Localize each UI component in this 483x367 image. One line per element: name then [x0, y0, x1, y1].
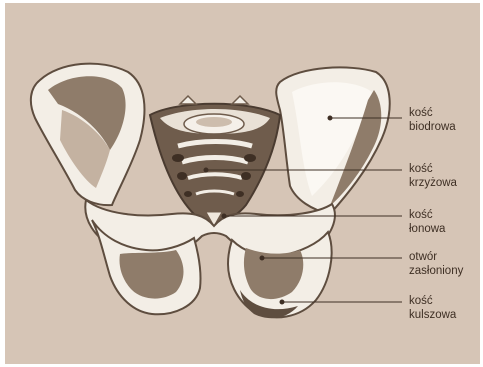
label-hip-bone-line1: kość [409, 106, 456, 120]
label-sacrum-line2: krzyżowa [409, 176, 457, 190]
label-pubic-bone: kość łonowa [409, 208, 445, 236]
label-obturator-line2: zasłoniony [409, 264, 463, 278]
left-ilium [31, 64, 145, 206]
label-ischium: kość kulszowa [409, 294, 456, 322]
leader-dot-hip [328, 116, 332, 120]
leader-dot-sacrum [204, 168, 208, 172]
label-obturator-line1: otwór [409, 250, 463, 264]
label-sacrum-line1: kość [409, 162, 457, 176]
label-hip-bone: kość biodrowa [409, 106, 456, 134]
label-pubic-bone-line2: łonowa [409, 222, 445, 236]
leader-dot-obturator [260, 256, 264, 260]
label-ischium-line2: kulszowa [409, 308, 456, 322]
label-sacrum: kość krzyżowa [409, 162, 457, 190]
leader-dot-ischium [280, 300, 284, 304]
right-ilium [276, 67, 390, 214]
label-pubic-bone-line1: kość [409, 208, 445, 222]
sacrum [150, 96, 280, 226]
label-obturator-foramen: otwór zasłoniony [409, 250, 463, 278]
leader-dot-pubic [222, 214, 226, 218]
label-hip-bone-line2: biodrowa [409, 120, 456, 134]
label-ischium-line1: kość [409, 294, 456, 308]
